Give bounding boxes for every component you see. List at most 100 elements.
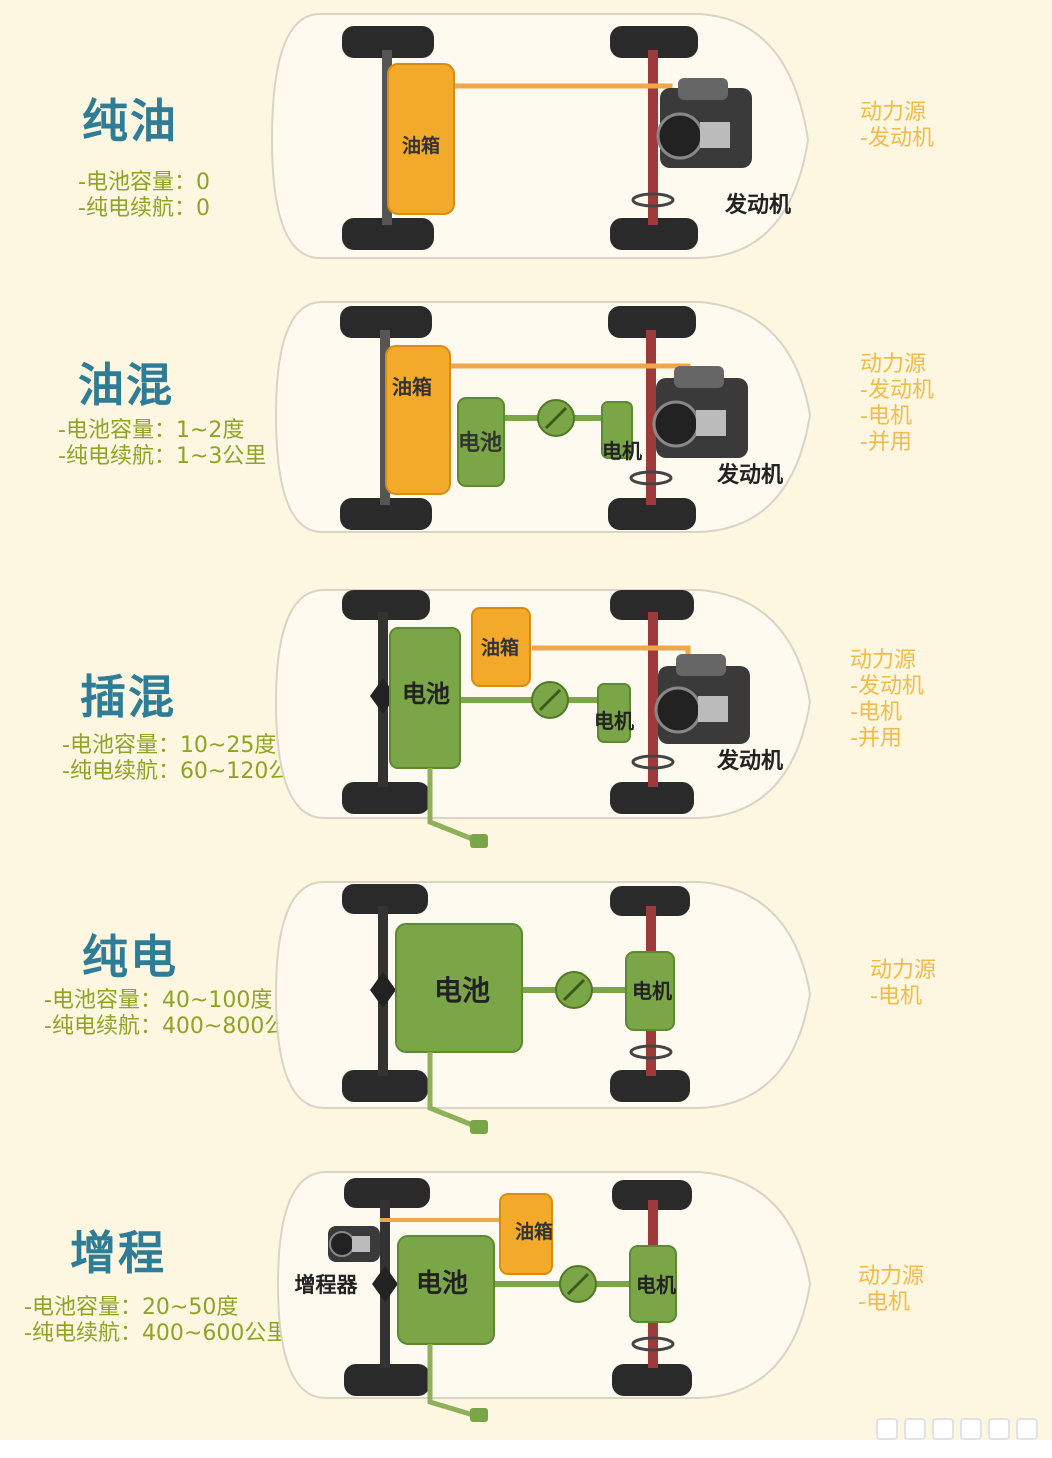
panel-range-extender: 增程 -电池容量：20~50度 -纯电续航：400~600公里 动力源 -电机 … (0, 1166, 1052, 1440)
panel-fuel-hybrid: 油混 -电池容量：1~2度 -纯电续航：1~3公里 动力源 -发动机 -电机 -… (0, 290, 1052, 580)
wheel-rear-right-icon (342, 782, 430, 814)
panel-pure-fuel: 纯油 -电池容量：0 -纯电续航：0 动力源 -发动机 油箱 发动机 (0, 0, 1052, 285)
power-source-item: -并用 (860, 430, 912, 455)
wheel-front-right-icon (612, 1364, 692, 1396)
power-source-item: -电机 (850, 700, 902, 725)
battery-icon (397, 1235, 495, 1345)
wheel-front-right-icon (610, 782, 694, 814)
wheel-front-left-icon (610, 590, 694, 620)
spec-electric-range: -纯电续航：1~3公里 (58, 444, 267, 469)
motor-icon (601, 401, 633, 459)
motor-label: 电机 (594, 709, 634, 733)
page-dot (904, 1418, 926, 1440)
engine-icon (652, 366, 748, 458)
wheel-rear-left-icon (342, 26, 434, 58)
page-dot (988, 1418, 1010, 1440)
fuel-tank-icon (387, 63, 455, 215)
power-source-label: 动力源 (870, 958, 937, 983)
motor-icon (625, 951, 675, 1031)
wheel-rear-left-icon (342, 590, 430, 620)
motor-label: 电机 (602, 439, 642, 463)
battery-icon (395, 923, 523, 1053)
front-axle (648, 50, 658, 225)
wheel-rear-right-icon (344, 1364, 430, 1396)
motor-label: 电机 (632, 979, 672, 1003)
battery-label: 电池 (458, 431, 502, 456)
power-source-label: 动力源 (858, 1264, 925, 1289)
wheel-front-right-icon (610, 218, 698, 250)
fuel-tank-label: 油箱 (481, 636, 519, 659)
power-source-item: -电机 (860, 404, 912, 429)
power-source-item: -电机 (858, 1290, 910, 1315)
panel-pure-electric: 纯电 -电池容量：40~100度 -纯电续航：400~800公里 动力源 -电机… (0, 876, 1052, 1166)
wheel-front-right-icon (610, 1070, 690, 1102)
front-axle (646, 330, 656, 505)
panel-title: 插混 (80, 670, 176, 724)
car-diagram: 电池 油箱 电机 发动机 (274, 589, 812, 848)
spec-electric-range: -纯电续航：0 (78, 196, 210, 221)
wheel-rear-left-icon (344, 1178, 430, 1208)
wheel-rear-right-icon (342, 218, 434, 250)
spec-electric-range: -纯电续航：400~800公里 (44, 1014, 309, 1039)
page-dot (1016, 1418, 1038, 1440)
wheel-rear-right-icon (340, 498, 432, 530)
wheel-rear-left-icon (340, 306, 432, 338)
power-source-item: -发动机 (850, 674, 924, 699)
power-source-label: 动力源 (860, 100, 927, 125)
battery-label: 电池 (434, 974, 490, 1007)
charging-plug-icon (470, 834, 488, 848)
motor-label: 电机 (636, 1273, 676, 1297)
page-indicator (876, 1418, 1038, 1440)
spec-battery-capacity: -电池容量：20~50度 (24, 1295, 239, 1320)
wheel-front-left-icon (608, 306, 696, 338)
fuel-tank-label: 油箱 (392, 375, 432, 399)
rear-differential-icon (372, 1266, 398, 1302)
power-source-label: 动力源 (850, 648, 917, 673)
car-diagram: 增程器 电池 油箱 电机 (276, 1171, 812, 1422)
engine-label: 发动机 (716, 748, 783, 774)
wheel-front-left-icon (610, 886, 690, 916)
wheel-front-left-icon (612, 1180, 692, 1210)
panel-title: 纯油 (82, 94, 178, 148)
panel-title: 纯电 (82, 930, 178, 984)
battery-icon (457, 397, 505, 487)
engine-label: 发动机 (724, 192, 791, 218)
spec-electric-range: -纯电续航：60~120公里 (62, 759, 313, 784)
power-source-item: -并用 (850, 726, 902, 751)
spec-battery-capacity: -电池容量：40~100度 (44, 988, 273, 1013)
wheel-front-right-icon (608, 498, 696, 530)
power-source-item: -发动机 (860, 126, 934, 151)
page-dot (932, 1418, 954, 1440)
power-source-item: -发动机 (860, 378, 934, 403)
engine-icon (656, 78, 752, 168)
front-axle (648, 612, 658, 787)
power-source-label: 动力源 (860, 352, 927, 377)
page-dot (876, 1418, 898, 1440)
fuel-tank-label: 油箱 (402, 134, 440, 157)
motor-icon (597, 683, 631, 743)
engine-icon (654, 654, 750, 744)
bottom-bar (0, 1440, 1052, 1458)
battery-label: 电池 (402, 680, 450, 708)
panel-plug-in-hybrid: 插混 -电池容量：10~25度 -纯电续航：60~120公里 动力源 -发动机 … (0, 582, 1052, 872)
fuel-tank-icon (471, 607, 531, 687)
battery-label: 电池 (416, 1269, 468, 1299)
spec-battery-capacity: -电池容量：1~2度 (58, 418, 245, 443)
rear-differential-icon (370, 972, 396, 1008)
car-diagram: 油箱 发动机 (270, 13, 810, 259)
power-source-item: -电机 (870, 984, 922, 1009)
range-extender-engine-icon (328, 1226, 380, 1262)
car-diagram: 油箱 电池 电机 发动机 (274, 301, 812, 533)
fuel-tank-label: 油箱 (515, 1220, 553, 1243)
panel-title: 油混 (78, 358, 174, 412)
fuel-tank-icon (499, 1193, 553, 1275)
motor-icon (629, 1245, 677, 1323)
page-dot (960, 1418, 982, 1440)
range-extender-label: 增程器 (295, 1273, 359, 1297)
spec-battery-capacity: -电池容量：0 (78, 170, 210, 195)
charging-plug-icon (470, 1408, 488, 1422)
wheel-rear-right-icon (342, 1070, 428, 1102)
fuel-tank-icon (385, 345, 451, 495)
wheel-front-left-icon (610, 26, 698, 58)
wheel-rear-left-icon (342, 884, 428, 914)
